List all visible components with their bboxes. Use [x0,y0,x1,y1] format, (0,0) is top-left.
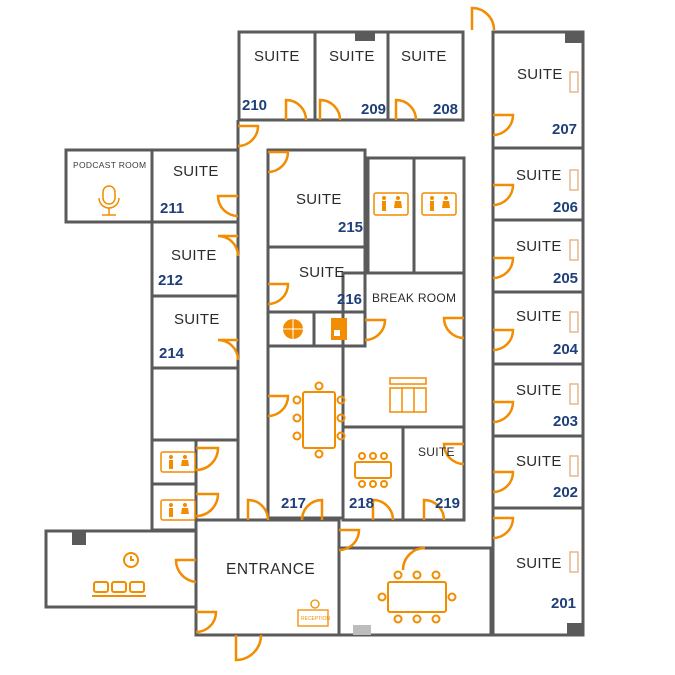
doors [174,6,515,662]
window-markers [72,31,583,635]
suite-216-number: 216 [337,291,363,308]
suite-207-label: SUITE [517,66,563,83]
suite-201-label: SUITE [516,555,562,572]
suite-215-label: SUITE [296,191,342,208]
suite-212-label: SUITE [171,247,217,264]
suite-215-number: 215 [338,219,364,236]
suite-209-label: SUITE [329,48,375,65]
suite-208-number: 208 [433,101,459,118]
suite-203-number: 203 [553,413,579,430]
reception-label: RECEPTION [301,616,331,622]
basketball-icon [283,319,303,339]
suite-202-number: 202 [553,484,579,501]
suite-207-number: 207 [552,121,578,138]
suite-211-number: 211 [160,200,185,217]
suite-206-number: 206 [553,199,579,216]
suite-208-label: SUITE [401,48,447,65]
clock-icon [123,552,139,568]
suite-217-number: 217 [281,495,307,512]
microphone-icon [98,185,120,216]
suite-219-label: SUITE [418,445,455,459]
entrance-label: ENTRANCE [226,561,316,578]
suite-204-number: 204 [553,341,579,358]
side-marks [569,71,579,573]
suite-214-label: SUITE [174,311,220,328]
suite-214-number: 214 [159,345,185,362]
suite-210-label: SUITE [254,48,300,65]
suite-210-number: 210 [242,97,268,114]
kitchen-icon [389,377,427,413]
suite-218-number: 218 [349,495,375,512]
suite-209-number: 209 [361,101,387,118]
suite-204-label: SUITE [516,308,562,325]
break-room-label: BREAK ROOM [372,291,457,305]
waiting-chairs-icon [92,581,146,597]
suite-206-label: SUITE [516,167,562,184]
podcast-room-label: PODCAST ROOM [73,160,147,170]
suite-202-label: SUITE [516,453,562,470]
walls [44,30,585,637]
suite-211-label: SUITE [173,163,219,180]
suite-201-number: 201 [551,595,577,612]
suite-212-number: 212 [158,272,184,289]
suite-219-number: 219 [435,495,461,512]
vending-icon [331,318,347,340]
restroom-icon [160,192,457,521]
reception-desk-icon [297,599,329,627]
suite-203-label: SUITE [516,382,562,399]
suite-205-number: 205 [553,270,579,287]
suite-205-label: SUITE [516,238,562,255]
conference-table-icon [292,381,457,624]
suite-216-label: SUITE [299,264,345,281]
